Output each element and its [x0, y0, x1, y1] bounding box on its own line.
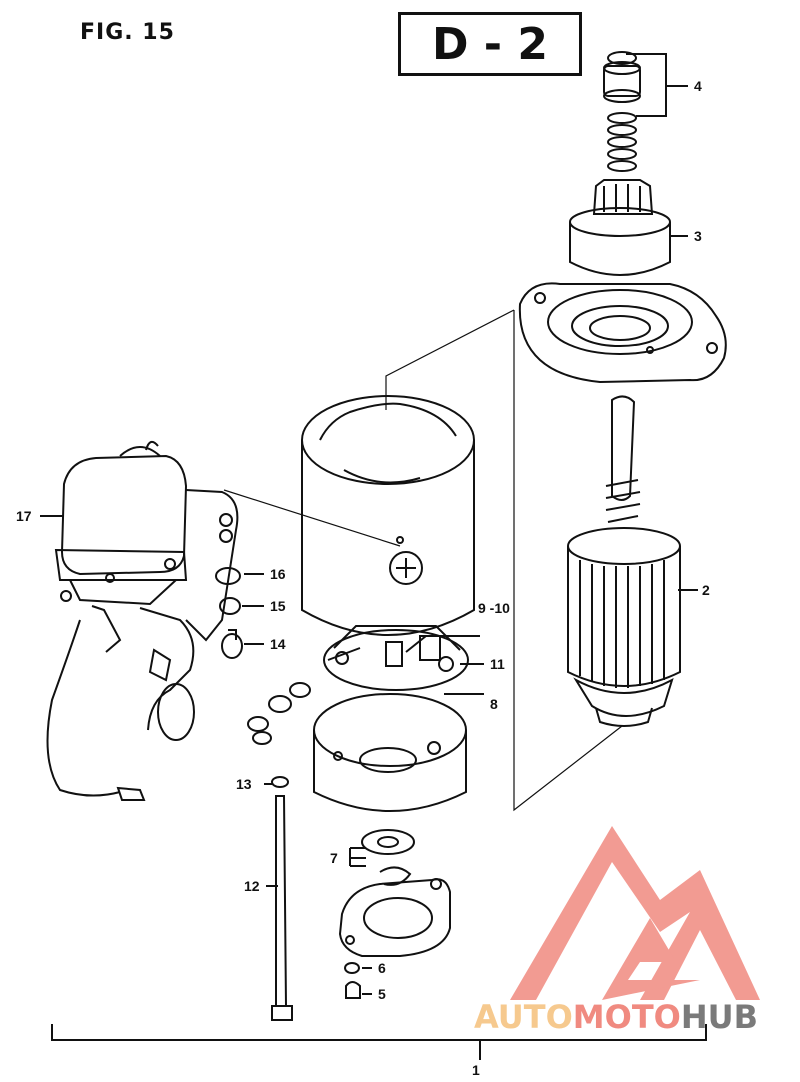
pinion-drive [569, 179, 671, 276]
terminal-washers [247, 682, 311, 745]
lead-wire [46, 605, 195, 801]
assembly-lines [223, 309, 623, 812]
callout-3: 3 [694, 228, 702, 244]
callout-13: 13 [236, 776, 252, 792]
watermark-logo-icon [510, 826, 760, 1000]
callout-16: 16 [270, 566, 286, 582]
switch-washers [215, 567, 243, 659]
callout-17: 17 [16, 508, 32, 524]
switch-bracket [185, 489, 239, 642]
section-code: D - 2 [398, 12, 582, 76]
watermark-hub: HUB [680, 998, 759, 1036]
callout-7: 7 [330, 850, 338, 866]
leader-4 [626, 53, 688, 117]
callout-12: 12 [244, 878, 260, 894]
yoke-frame [301, 395, 475, 636]
thrust-washer-and-e-clip [361, 829, 415, 886]
screw-and-lockwasher [344, 962, 361, 999]
rear-housing [313, 693, 467, 812]
through-bolt [271, 776, 293, 1021]
leader-1 [51, 1024, 707, 1060]
leader-8-11 [405, 635, 484, 695]
brake-plate [338, 878, 451, 957]
front-bracket [518, 282, 727, 384]
leader-7 [349, 847, 366, 867]
watermark-text: AUTOMOTOHUB [474, 998, 758, 1036]
callout-5: 5 [378, 986, 386, 1002]
pinion-stop-ring [603, 51, 641, 172]
callout-1: 1 [472, 1062, 480, 1078]
brush-holder [323, 625, 469, 691]
callout-15: 15 [270, 598, 286, 614]
watermark-auto: AUTO [474, 998, 573, 1036]
armature [567, 395, 681, 727]
callout-8: 8 [490, 696, 498, 712]
watermark-moto: MOTO [572, 998, 681, 1036]
callout-2: 2 [702, 582, 710, 598]
callout-4: 4 [694, 78, 702, 94]
figure-title: FIG. 15 [80, 20, 175, 45]
callout-14: 14 [270, 636, 286, 652]
callout-9-10: 9 -10 [478, 600, 510, 616]
callout-11: 11 [490, 656, 505, 672]
magnetic-switch [54, 440, 188, 606]
callout-6: 6 [378, 960, 386, 976]
